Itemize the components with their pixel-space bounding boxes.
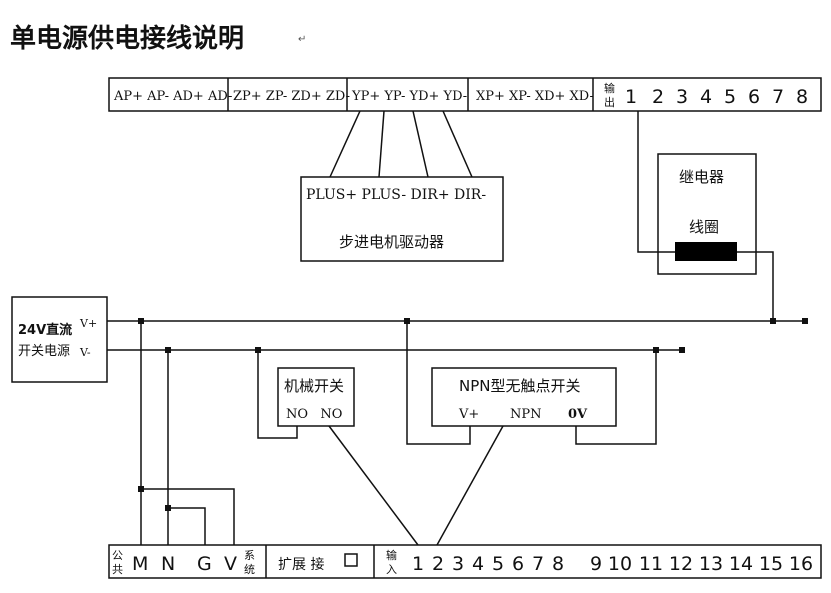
input-terminal-13: 13 xyxy=(699,553,723,575)
input-terminal-8: 8 xyxy=(552,553,564,575)
y-axis-terminals: YP+ YP- YD+ YD- xyxy=(351,89,467,104)
terminal-v: V xyxy=(224,553,237,575)
mechanical-switch-box xyxy=(277,367,355,427)
relay-coil-label: 线圈 xyxy=(689,218,719,236)
input-terminal-5: 5 xyxy=(492,553,504,575)
system-label-bottom: 统 xyxy=(244,563,255,576)
input-terminal-7: 7 xyxy=(532,553,544,575)
interface-box-glyph xyxy=(344,553,358,567)
output-terminal-7: 7 xyxy=(772,86,784,108)
input-terminal-4: 4 xyxy=(472,553,484,575)
common-label-bottom: 共 xyxy=(112,563,123,576)
mechanical-switch-pins: NO NO xyxy=(286,407,342,422)
npn-switch-label: NPN型无触点开关 xyxy=(459,377,581,395)
input-terminal-10: 10 xyxy=(608,553,632,575)
top-terminal-bar xyxy=(108,77,822,112)
input-terminal-11: 11 xyxy=(639,553,663,575)
relay-box xyxy=(657,153,757,275)
input-label-top: 输 xyxy=(386,548,397,562)
input-terminal-1: 1 xyxy=(412,553,424,575)
output-terminal-4: 4 xyxy=(700,86,712,108)
system-label-top: 系 xyxy=(244,549,255,562)
output-terminal-6: 6 xyxy=(748,86,760,108)
npn-pin-vplus: V+ xyxy=(458,407,479,422)
common-label-top: 公 xyxy=(112,549,123,562)
npn-switch-box xyxy=(431,367,617,427)
output-terminal-5: 5 xyxy=(724,86,736,108)
paragraph-mark-icon: ↵ xyxy=(298,34,307,45)
terminal-n: N xyxy=(161,553,175,575)
input-terminal-15: 15 xyxy=(759,553,783,575)
expansion-interface-label: 扩展 接 xyxy=(278,556,324,573)
output-terminal-3: 3 xyxy=(676,86,688,108)
page-title: 单电源供电接线说明 xyxy=(10,24,245,54)
a-axis-terminals: AP+ AP- AD+ AD- xyxy=(113,89,232,104)
power-supply-label-line1: 24V直流 xyxy=(18,322,72,338)
junction-dots xyxy=(138,318,808,511)
x-axis-terminals: XP+ XP- XD+ XD- xyxy=(476,89,594,104)
terminal-g: G xyxy=(197,553,212,575)
input-terminal-3: 3 xyxy=(452,553,464,575)
stepper-driver-box xyxy=(300,176,504,262)
input-terminal-6: 6 xyxy=(512,553,524,575)
output-terminal-1: 1 xyxy=(625,86,637,108)
input-terminal-14: 14 xyxy=(729,553,753,575)
input-terminal-16: 16 xyxy=(789,553,813,575)
v-minus-label: V- xyxy=(79,346,91,359)
output-terminal-8: 8 xyxy=(796,86,808,108)
relay-coil xyxy=(675,242,737,261)
npn-pin-npn: NPN xyxy=(510,407,542,422)
power-supply-label-line2: 开关电源 xyxy=(18,344,70,359)
v-plus-label: V+ xyxy=(79,317,97,330)
npn-pin-0v: 0V xyxy=(568,407,588,422)
mechanical-switch-label: 机械开关 xyxy=(284,377,344,395)
terminal-m: M xyxy=(132,553,148,575)
relay-label: 继电器 xyxy=(679,168,724,186)
input-terminal-2: 2 xyxy=(432,553,444,575)
output-label-top: 输 xyxy=(604,81,615,95)
z-axis-terminals: ZP+ ZP- ZD+ ZD- xyxy=(233,89,350,104)
output-terminal-2: 2 xyxy=(652,86,664,108)
output-label-bottom: 出 xyxy=(604,95,615,109)
stepper-driver-label: 步进电机驱动器 xyxy=(339,233,444,251)
input-label-bottom: 入 xyxy=(386,563,397,576)
power-supply-box xyxy=(11,296,108,383)
input-terminal-9: 9 xyxy=(590,553,602,575)
input-terminal-12: 12 xyxy=(669,553,693,575)
stepper-driver-pins: PLUS+ PLUS- DIR+ DIR- xyxy=(306,187,486,203)
bottom-terminal-bar xyxy=(108,544,822,579)
